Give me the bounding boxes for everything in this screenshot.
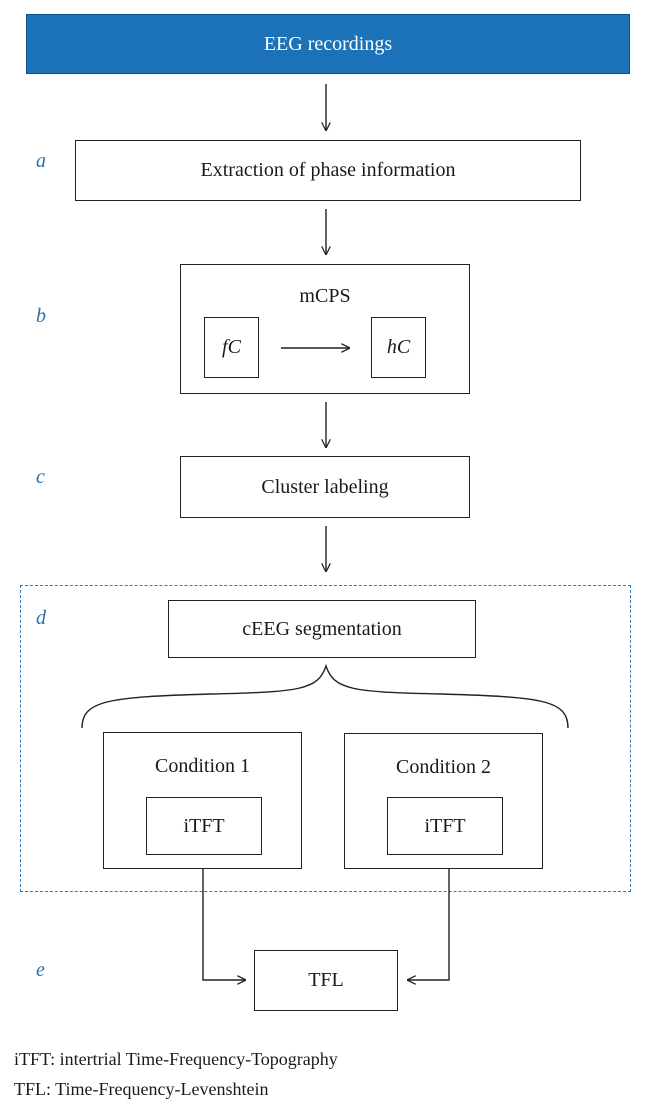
mcps-title: mCPS [299, 285, 351, 307]
step-label-a: a [36, 150, 46, 172]
brace [81, 663, 569, 729]
cluster-labeling-box: Cluster labeling [180, 456, 470, 518]
header-title: EEG recordings [263, 32, 393, 55]
step-label-e: e [36, 959, 45, 981]
arrow-condition-2-to-tfl [407, 869, 450, 980]
fc-box: fC [204, 317, 259, 378]
ceeg-segmentation-box: cEEG segmentation [168, 600, 476, 658]
cluster-labeling-label: Cluster labeling [261, 475, 389, 498]
condition-2-title: Condition 2 [395, 756, 491, 778]
footnote-tfl: TFL: Time-Frequency-Levenshtein [14, 1079, 269, 1099]
condition-1-title: Condition 1 [154, 755, 250, 777]
step-label-b: b [36, 305, 46, 327]
extraction-box: Extraction of phase information [75, 140, 581, 201]
step-label-c: c [36, 466, 45, 488]
arrow-condition-1-to-tfl [202, 869, 246, 980]
tfl-label: TFL [308, 969, 344, 991]
step-label-d: d [36, 607, 46, 629]
hc-box: hC [371, 317, 426, 378]
condition-1-itft-label: iTFT [183, 814, 225, 837]
extraction-label: Extraction of phase information [200, 159, 456, 181]
eeg-recordings-header: EEG recordings [26, 14, 630, 74]
segmentation-group [20, 585, 631, 892]
hc-label: hC [386, 336, 411, 358]
ceeg-segmentation-label: cEEG segmentation [242, 617, 402, 640]
condition-2-itft-label: iTFT [424, 814, 466, 837]
condition-2-itft-box: iTFT [387, 797, 503, 855]
footnote-itft: iTFT: intertrial Time-Frequency-Topograp… [14, 1049, 338, 1069]
fc-label: fC [222, 336, 241, 358]
condition-1-itft-box: iTFT [146, 797, 262, 855]
tfl-box: TFL [254, 950, 398, 1011]
